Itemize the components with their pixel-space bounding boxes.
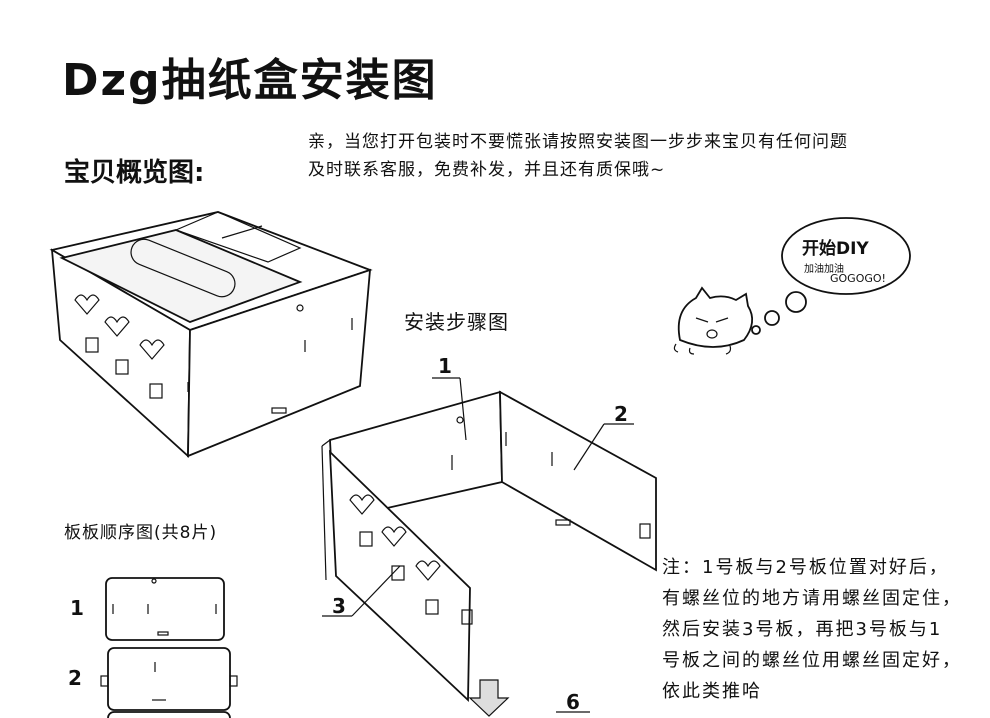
- note-text: 注：1号板与2号板位置对好后，有螺丝位的地方请用螺丝固定住，然后安装3号板，再把…: [662, 557, 962, 702]
- bubble-main-text: 开始DIY: [802, 239, 869, 259]
- bubble-sub-text-1: 加油加油: [804, 264, 844, 275]
- part-label-1: 1: [438, 354, 452, 378]
- part-label-2: 2: [614, 402, 628, 426]
- steps-heading: 安装步骤图: [404, 310, 509, 334]
- intro-text: 亲，当您打开包装时不要慌张请按照安装图一步步来宝贝有任何问题及时联系客服，免费补…: [308, 132, 848, 180]
- cat-mascot-icon: [673, 286, 754, 355]
- part-label-3: 3: [332, 594, 346, 618]
- board-order-list: [100, 577, 238, 718]
- board-2-thumbnail: [107, 647, 231, 711]
- overview-heading: 宝贝概览图:: [64, 158, 205, 188]
- assembly-step-illustration: [321, 377, 657, 717]
- bubble-sub-text-2: GOGOGO!: [830, 272, 886, 285]
- assembled-box-illustration: [49, 211, 373, 459]
- board-label-1: 1: [70, 596, 84, 620]
- part-label-6: 6: [566, 690, 580, 714]
- thought-bubble: [751, 217, 911, 335]
- page-title: Dzg抽纸盒安装图: [62, 55, 438, 106]
- board-label-2: 2: [68, 666, 82, 690]
- order-heading: 板板顺序图(共8片): [64, 523, 218, 543]
- board-1-thumbnail: [105, 577, 225, 641]
